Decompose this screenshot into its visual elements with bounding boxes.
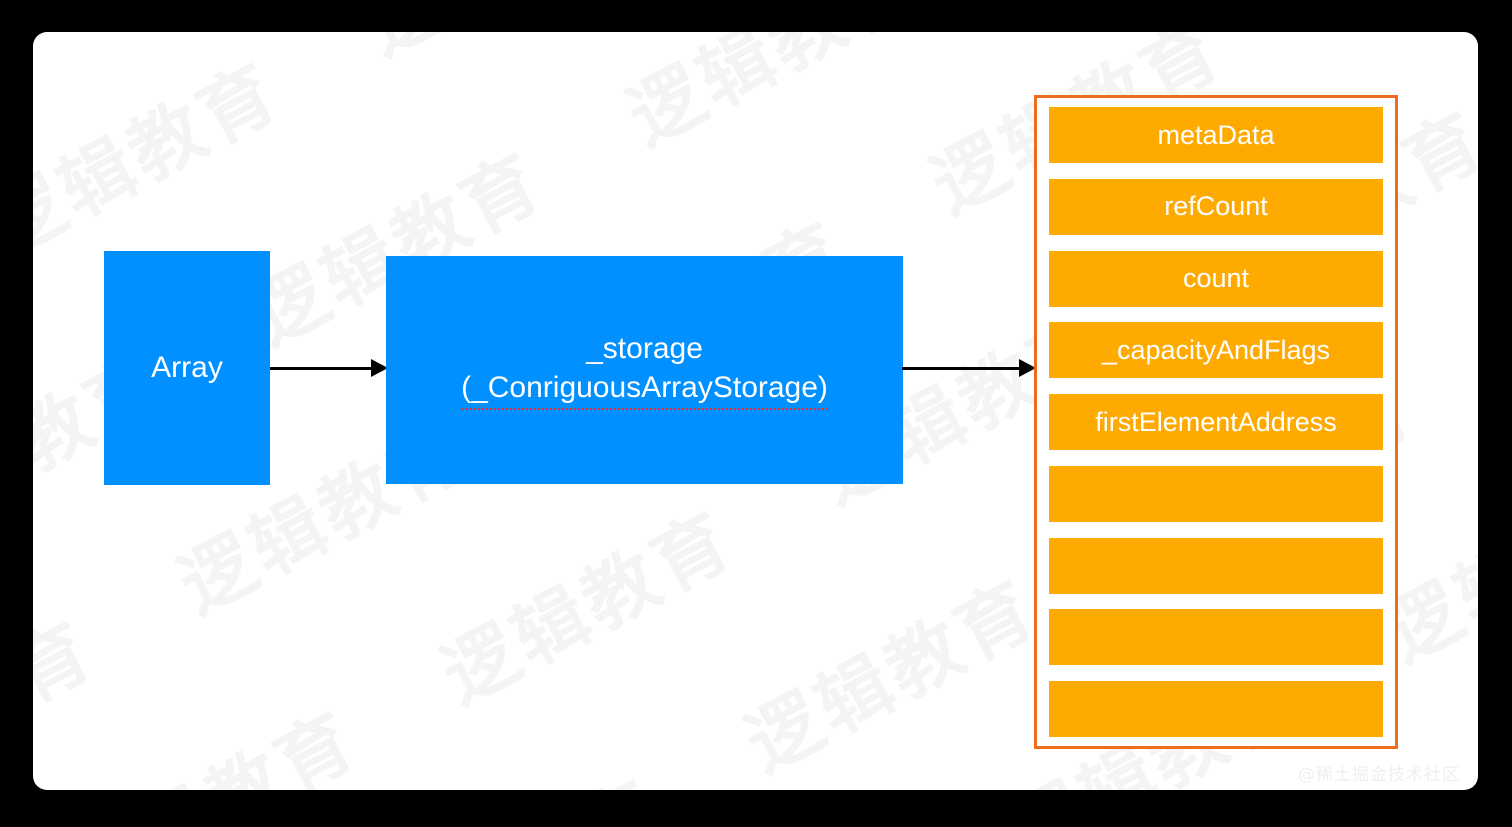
arrow-head-icon <box>1019 359 1036 377</box>
buffer-row-label: _capacityAndFlags <box>1101 334 1331 365</box>
node-storage-label-secondary: (_ConriguousArrayStorage) <box>461 369 828 410</box>
buffer-row-label: firstElementAddress <box>1095 406 1337 437</box>
buffer-row-empty <box>1049 681 1383 737</box>
buffer-row: metaData <box>1049 107 1383 163</box>
arrow-shaft <box>902 366 1020 370</box>
diagram-canvas: Array _storage (_ConriguousArrayStorage)… <box>33 32 1478 790</box>
buffer-row: _capacityAndFlags <box>1049 322 1383 379</box>
diagram-card: 逻辑教育 逻辑教育 逻辑教育 逻辑教育 逻辑教育 逻辑教育 逻辑教育 逻辑教育 … <box>33 32 1478 790</box>
buffer-row-label: count <box>1182 263 1250 293</box>
buffer-row-label: refCount <box>1164 191 1268 222</box>
buffer-row-empty <box>1049 609 1383 666</box>
arrow-head-icon <box>371 359 388 377</box>
arrow-shaft <box>270 366 372 370</box>
buffer-row-label: metaData <box>1157 119 1275 150</box>
node-storage-label-primary: _storage <box>586 332 703 366</box>
buffer-row: count <box>1049 250 1383 307</box>
buffer-row: firstElementAddress <box>1049 394 1383 450</box>
buffer-row: refCount <box>1049 178 1383 235</box>
node-array-label: Array <box>151 350 223 384</box>
node-buffer-container: metaData refCount count _capacityAndFlag… <box>1034 95 1398 749</box>
attribution-watermark: @稀土掘金技术社区 <box>1298 765 1460 785</box>
arrow-array-to-storage <box>270 358 388 378</box>
arrow-storage-to-buffer <box>902 358 1036 378</box>
buffer-row-empty <box>1049 537 1383 594</box>
node-array: Array <box>104 251 270 485</box>
node-storage: _storage (_ConriguousArrayStorage) <box>386 256 903 484</box>
buffer-row-empty <box>1049 465 1383 522</box>
